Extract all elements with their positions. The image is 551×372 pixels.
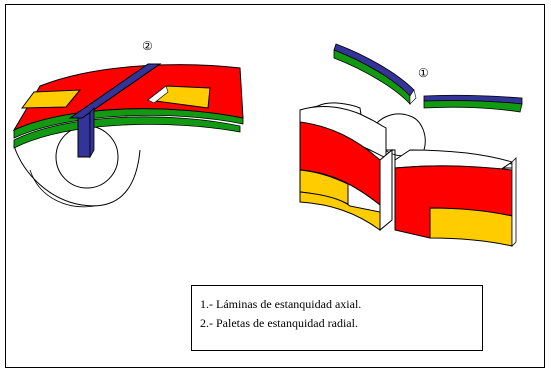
left-assembly	[12, 63, 244, 208]
axial-lamina-left-end	[409, 89, 417, 105]
radial-paddle-front	[77, 111, 91, 158]
yellow-pocket-left	[20, 89, 82, 109]
rotor-outline-lower	[29, 169, 96, 208]
left-segment-side	[379, 148, 393, 232]
radial-paddle-side	[89, 107, 95, 159]
rotor-outline	[13, 145, 141, 207]
radial-paddle-top	[68, 63, 162, 119]
right-assembly	[299, 43, 523, 247]
axial-lamina-right-green	[423, 100, 523, 113]
marker-2: ②	[142, 39, 153, 53]
right-segment-side	[511, 157, 517, 247]
right-segment-yellow	[429, 207, 513, 247]
legend-item-axial: 1.- Láminas de estanquidad axial.	[200, 297, 362, 311]
pocket-right-shade	[147, 85, 169, 104]
marker-1: ①	[418, 66, 429, 80]
legend-box: 1.- Láminas de estanquidad axial. 2.- Pa…	[191, 285, 483, 351]
legend-item-radial: 2.- Paletas de estanquidad radial.	[200, 316, 358, 330]
